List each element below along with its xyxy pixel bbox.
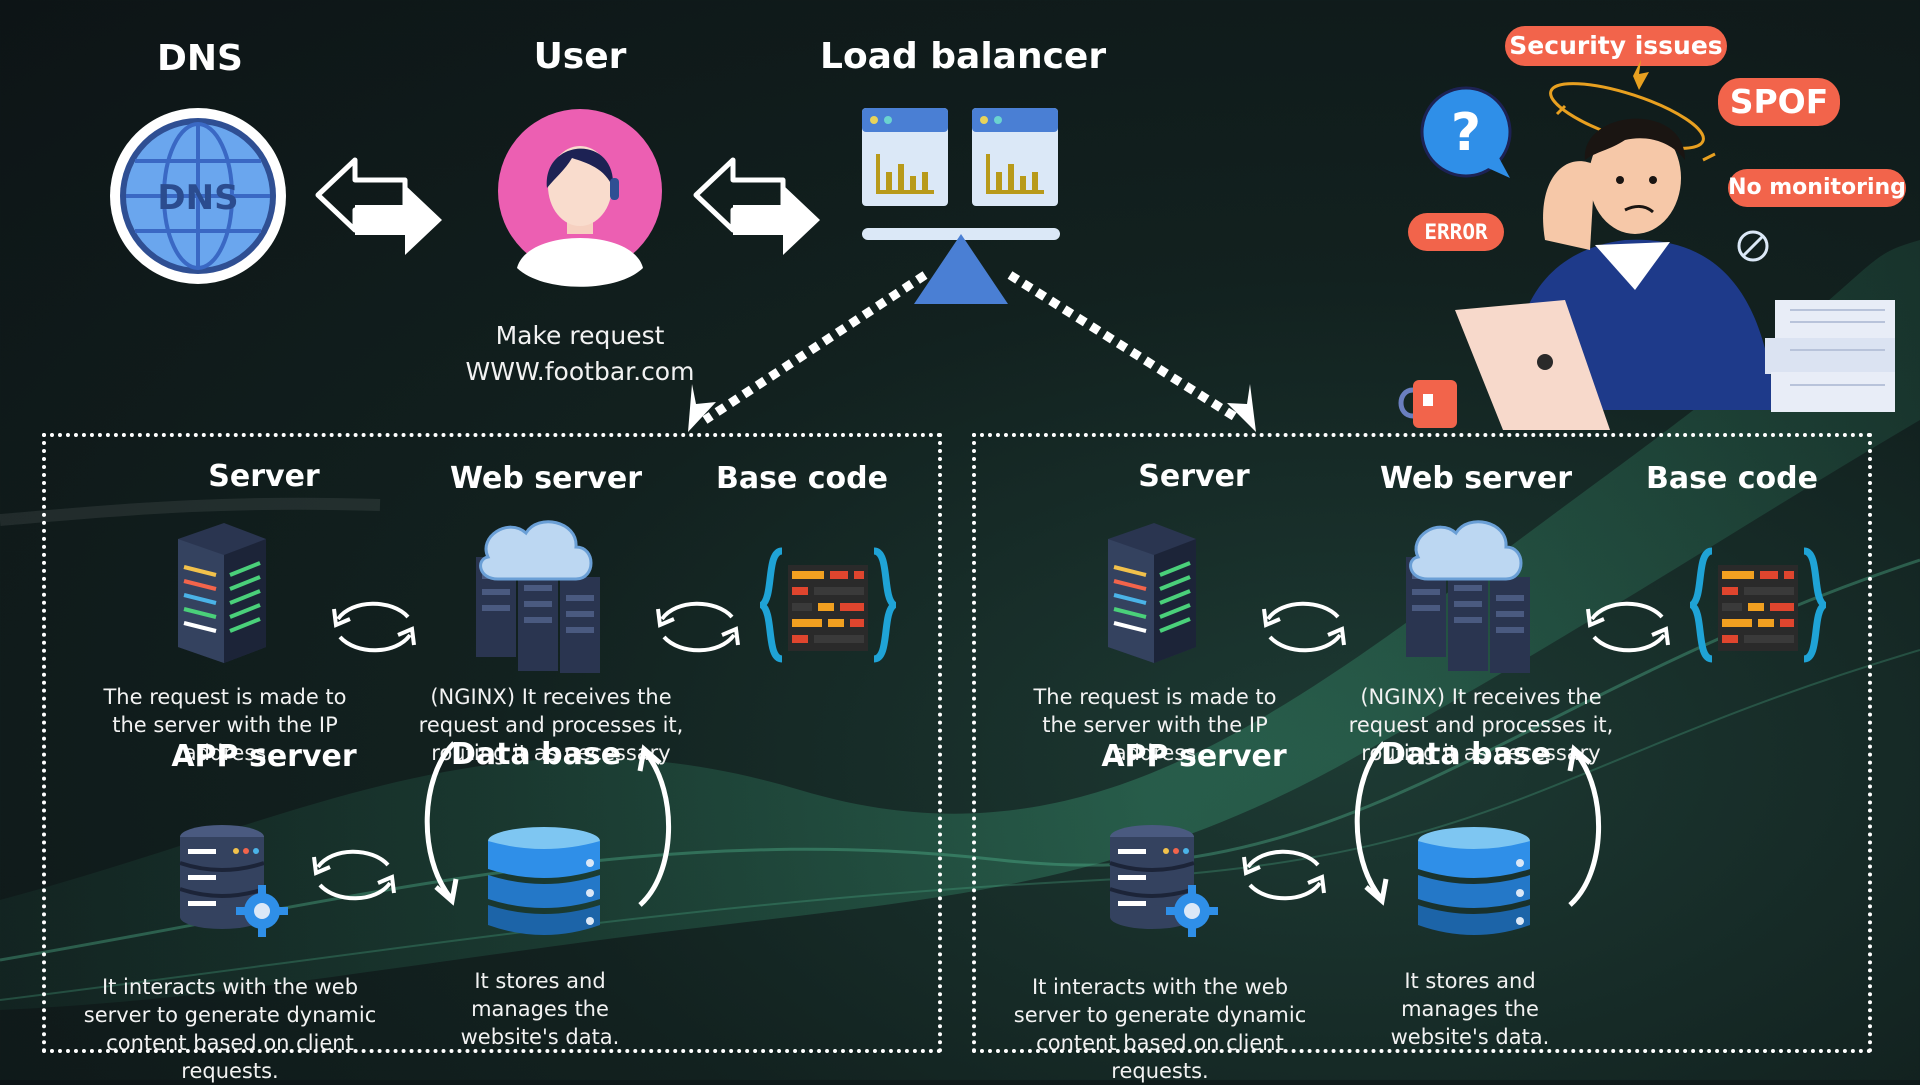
routing-arrows: [688, 271, 1256, 432]
base-code-title: Base code: [1646, 461, 1818, 496]
server-description: The request is made to the server with t…: [1033, 685, 1277, 765]
server-description: The request is made to the server with t…: [103, 685, 347, 765]
server-title: Server: [1138, 459, 1250, 494]
data-base-description: It stores and manages the website's data…: [460, 969, 620, 1049]
spof-badge: SPOF: [1718, 78, 1840, 126]
user-caption-line2: WWW.footbar.com: [465, 357, 695, 386]
app-server-description: It interacts with the web server to gene…: [83, 975, 377, 1083]
database-icon: [1418, 827, 1530, 935]
data-base-description: It stores and manages the website's data…: [1390, 969, 1550, 1049]
curved-arrow-down-icon: [424, 741, 459, 906]
web-server-description: (NGINX) It receives the request and proc…: [418, 685, 684, 765]
server-rack-icon: [178, 523, 266, 663]
cloud-servers-icon: [1406, 520, 1530, 673]
swap-arrows-icon: [1242, 849, 1326, 901]
stressed-developer-illustration: [1398, 60, 1895, 430]
swap-arrows-icon: [656, 601, 740, 653]
app-server-icon: [179, 825, 288, 937]
swap-arrows-icon: [332, 601, 416, 653]
dns-icon-label: DNS: [157, 178, 238, 218]
swap-arrows-icon: [312, 849, 396, 901]
question-mark: ?: [1451, 103, 1481, 163]
user-caption: Make request WWW.footbar.com: [440, 318, 720, 390]
load-balancer-title: Load balancer: [820, 36, 1107, 77]
load-balancer-icon: [862, 108, 1060, 304]
user-avatar-icon: [498, 109, 662, 287]
database-icon: [488, 827, 600, 935]
base-code-title: Base code: [716, 461, 888, 496]
user-title: User: [533, 36, 627, 77]
app-server-title: APP server: [171, 739, 357, 774]
dns-title: DNS: [157, 38, 243, 79]
question-bubble-icon: ?: [1420, 86, 1512, 178]
security-issues-badge: Security issues: [1505, 26, 1727, 66]
error-badge: ERROR: [1408, 213, 1504, 251]
user-caption-line1: Make request: [495, 321, 665, 350]
web-server-title: Web server: [1380, 461, 1572, 496]
curved-arrow-up-icon: [1567, 744, 1601, 907]
no-monitoring-badge: No monitoring: [1728, 169, 1906, 207]
server-stack-panel-2: Server Web server Base code: [972, 433, 1872, 1083]
double-arrow-icon: [693, 157, 820, 255]
swap-arrows-icon: [1262, 601, 1346, 653]
server-rack-icon: [1108, 523, 1196, 663]
double-arrow-icon: [315, 157, 442, 255]
data-base-title: Data base: [450, 737, 622, 772]
web-server-title: Web server: [450, 461, 642, 496]
app-server-description: It interacts with the web server to gene…: [1013, 975, 1307, 1083]
swap-arrows-icon: [1586, 601, 1670, 653]
dns-globe-icon: DNS: [110, 108, 286, 284]
curved-arrow-down-icon: [1354, 741, 1389, 906]
web-server-description: (NGINX) It receives the request and proc…: [1348, 685, 1614, 765]
code-braces-icon: [760, 547, 896, 663]
code-braces-icon: [1690, 547, 1826, 663]
server-stack-panel-1: Server Web server Base code: [42, 433, 942, 1083]
server-title: Server: [208, 459, 320, 494]
curved-arrow-up-icon: [637, 744, 671, 907]
app-server-title: APP server: [1101, 739, 1287, 774]
cloud-servers-icon: [476, 520, 600, 673]
data-base-title: Data base: [1380, 737, 1552, 772]
blocked-icon: [1737, 230, 1769, 262]
app-server-icon: [1109, 825, 1218, 937]
